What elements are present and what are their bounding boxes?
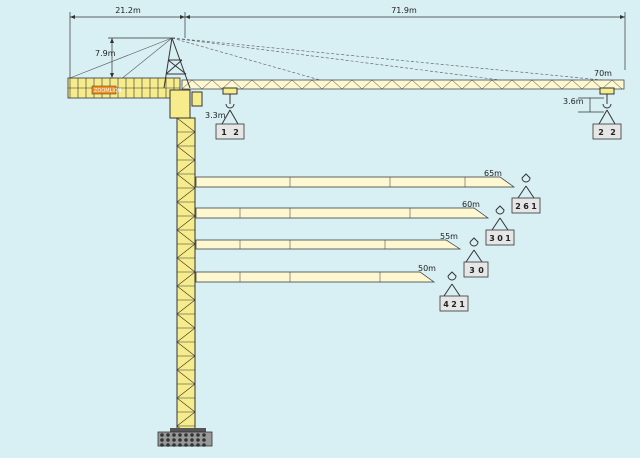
weight-digit: 4 [443,300,449,309]
weight-digit: 1 [459,300,465,309]
main-jib [181,79,625,90]
jib-option-50: 50m 4 2 1 [195,264,469,312]
weight-digit: 2 [233,128,239,137]
weight-digit: 2 [598,128,604,137]
weight-digit: 2 [451,300,457,309]
weight-digit: 1 [505,234,511,243]
jib-option-55: 55m 3 0 [195,232,489,278]
tower-head [163,37,203,107]
cab-label: ZOOMLION [94,88,122,94]
weight-digit: 6 [523,202,529,211]
hook-tip [598,87,616,125]
weight-digit: 1 [221,128,227,137]
weight-box-tip: 2 2 [592,123,622,140]
jib-option-label: 60m [462,200,480,209]
jib-dimension: 71.9m [391,6,417,15]
jib-option-60: 60m 3 0 1 [195,200,515,246]
jib-option-65: 65m 2 6 1 [195,169,541,214]
jib-option-label: 55m [440,232,458,241]
weight-digit: 2 [610,128,616,137]
dimension-lines [69,12,626,113]
jib-option-label: 65m [484,169,502,178]
weight-digit: 2 [515,202,521,211]
weight-box-near: 1 2 [215,123,245,140]
weight-digit: 0 [497,234,503,243]
weight-digit: 3 [489,234,495,243]
counter-jib: ZOOMLION [67,77,181,99]
weight-digit: 3 [469,266,475,275]
near-hook-dimension: 3.3m [205,111,226,120]
mast [157,89,213,447]
hook-near [221,87,239,125]
tip-hook-dimension: 3.6m [563,97,584,106]
weight-digit: 1 [531,202,537,211]
counter-jib-dimension: 21.2m [115,6,141,15]
cab [91,85,117,95]
jib-option-label: 50m [418,264,436,273]
tie-rods [69,37,623,83]
tip-hook-label: 70m [594,69,612,78]
top-height-dimension: 7.9m [95,49,116,58]
weight-digit: 0 [478,266,484,275]
